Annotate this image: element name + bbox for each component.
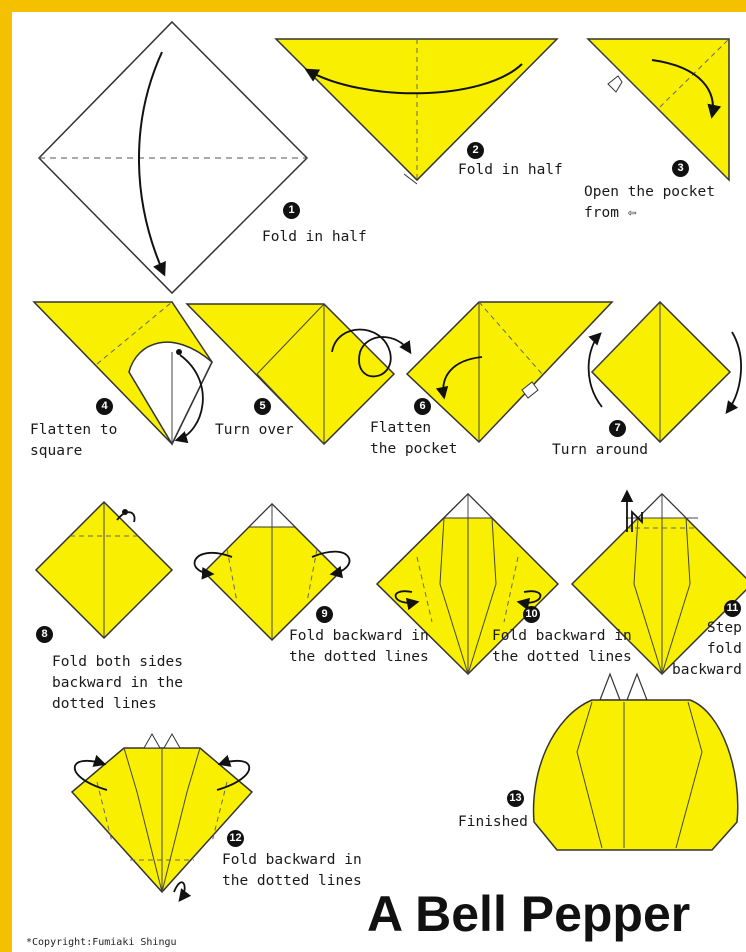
step-number-3: 3 bbox=[672, 160, 689, 177]
step-number-12: 12 bbox=[227, 830, 244, 847]
step-number-5: 5 bbox=[254, 398, 271, 415]
step-number-7: 7 bbox=[609, 420, 626, 437]
step-8-diagram bbox=[36, 502, 172, 638]
step-label-6: Flatten the pocket bbox=[370, 418, 457, 460]
step-number-8: 8 bbox=[36, 626, 53, 643]
step-label-10: Fold backward in the dotted lines bbox=[492, 626, 632, 668]
page-title: A Bell Pepper bbox=[367, 886, 690, 942]
step-number-9: 9 bbox=[316, 606, 333, 623]
step-number-1: 1 bbox=[283, 202, 300, 219]
step-number-4: 4 bbox=[96, 398, 113, 415]
step-label-7: Turn around bbox=[552, 440, 648, 461]
step-number-2: 2 bbox=[467, 142, 484, 159]
copyright-text: *Copyright:Fumiaki Shingu bbox=[26, 937, 177, 948]
step-label-4: Flatten to square bbox=[30, 420, 117, 462]
folding-diagrams bbox=[12, 12, 746, 952]
step-label-1: Fold in half bbox=[262, 227, 367, 248]
step-label-5: Turn over bbox=[215, 420, 294, 441]
step-label-13: Finished bbox=[458, 812, 528, 833]
step-label-8: Fold both sides backward in the dotted l… bbox=[52, 652, 183, 715]
step-1-diagram bbox=[39, 22, 307, 293]
instruction-sheet: 1 Fold in half 2 Fold in half 3 Open the… bbox=[12, 12, 746, 952]
step-number-13: 13 bbox=[507, 790, 524, 807]
finished-pepper bbox=[534, 674, 738, 850]
step-label-11: Step fold backward bbox=[672, 618, 742, 681]
step-number-11: 11 bbox=[724, 600, 741, 617]
step-number-10: 10 bbox=[523, 606, 540, 623]
step-label-3: Open the pocket from ⇦ bbox=[584, 182, 715, 224]
step-3-diagram bbox=[588, 39, 729, 180]
step-label-12: Fold backward in the dotted lines bbox=[222, 850, 362, 892]
step-label-2: Fold in half bbox=[458, 160, 563, 181]
step-number-6: 6 bbox=[414, 398, 431, 415]
step-label-9: Fold backward in the dotted lines bbox=[289, 626, 429, 668]
